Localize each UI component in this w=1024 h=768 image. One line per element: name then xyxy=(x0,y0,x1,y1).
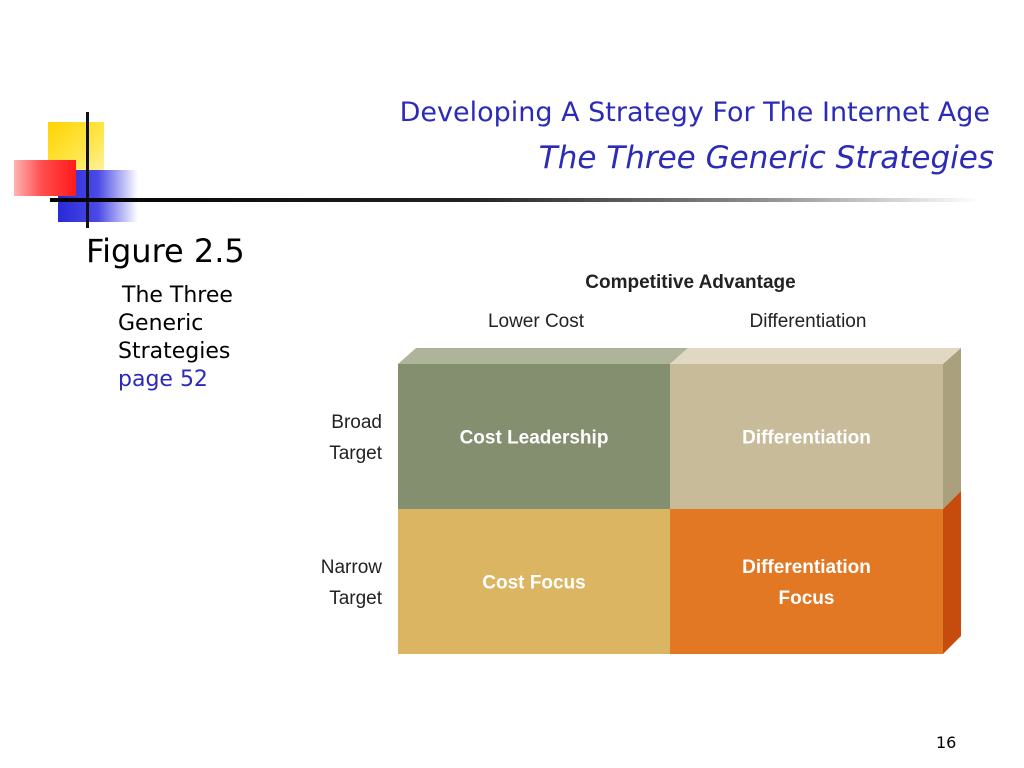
matrix-side-face xyxy=(943,348,961,509)
matrix-cell-label: Cost Focus xyxy=(482,573,585,594)
slide-subtitle: The Three Generic Strategies xyxy=(538,140,994,176)
matrix-cell-label: Differentiation xyxy=(742,428,871,449)
caption-line: The Three xyxy=(122,283,233,308)
matrix-row-label: Target xyxy=(329,443,383,464)
logo-square-red xyxy=(14,160,76,196)
matrix-cell-label: Differentiation xyxy=(742,557,871,578)
matrix-cell xyxy=(670,364,943,509)
matrix-cell xyxy=(398,509,670,654)
slide-title: Developing A Strategy For The Internet A… xyxy=(399,97,990,128)
figure-heading: Figure 2.5 xyxy=(86,232,245,270)
matrix-cell-label: Focus xyxy=(779,588,835,609)
matrix-row-label: Broad xyxy=(331,412,382,433)
logo-vertical-line xyxy=(86,112,89,228)
caption-line: Strategies xyxy=(118,339,231,364)
matrix-top-face xyxy=(398,348,688,364)
figure-caption: The Three Generic Strategies page 52 xyxy=(118,282,278,394)
matrix-cell-label: Cost Leadership xyxy=(460,428,609,449)
page-reference-link[interactable]: page 52 xyxy=(118,367,208,392)
matrix-cell xyxy=(670,509,943,654)
title-rule xyxy=(50,198,980,202)
matrix-column-label: Differentiation xyxy=(750,311,867,332)
matrix-header: Competitive Advantage xyxy=(585,272,795,293)
matrix-cell xyxy=(398,364,670,509)
matrix-row-label: Narrow xyxy=(321,557,383,578)
matrix-side-face xyxy=(943,491,961,654)
caption-line: Generic xyxy=(118,311,204,336)
matrix-top-face xyxy=(670,348,961,364)
matrix-row-label: Target xyxy=(329,588,383,609)
matrix-column-label: Lower Cost xyxy=(488,311,585,332)
slide-number: 16 xyxy=(936,733,957,752)
